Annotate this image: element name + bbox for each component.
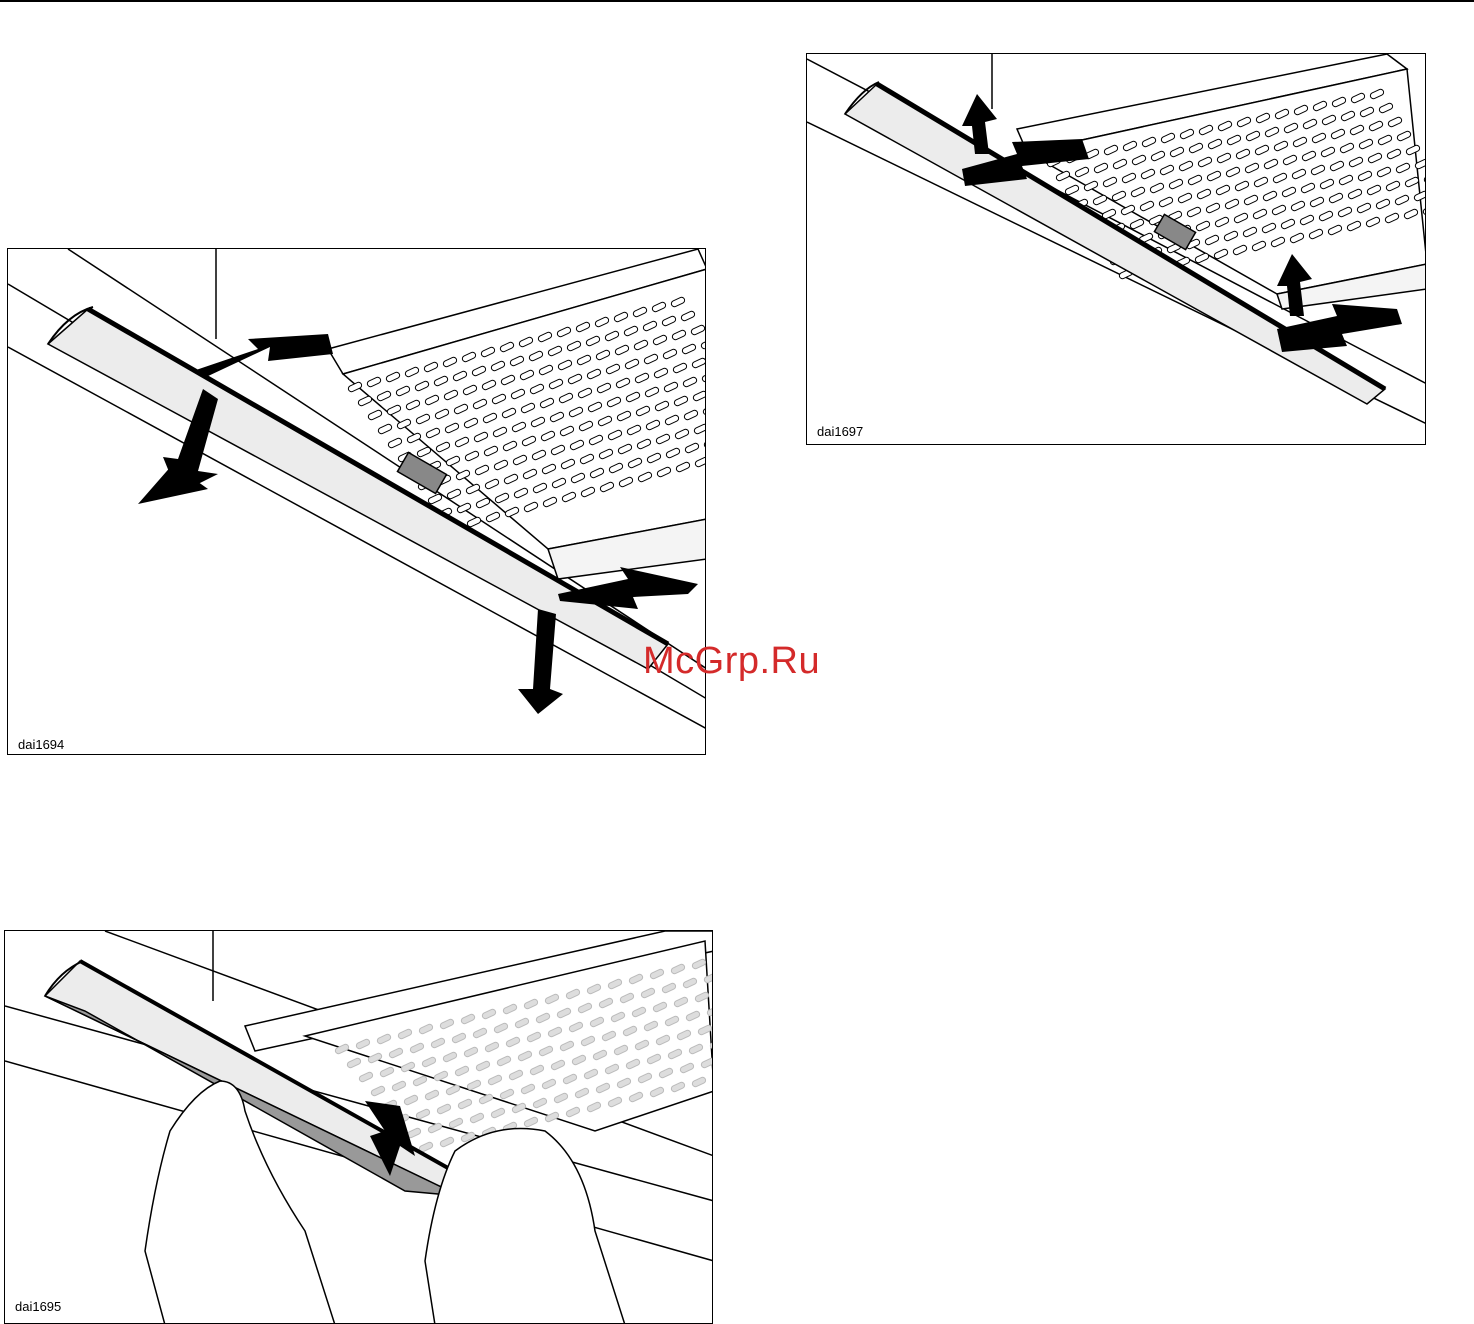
- filter-slot: [446, 488, 461, 499]
- figure-dai1695: dai1695: [4, 930, 713, 1324]
- page-top-rule: [0, 0, 1474, 2]
- filter-slot: [412, 1075, 427, 1086]
- filter-slot: [445, 1084, 460, 1095]
- filter-slot: [466, 516, 481, 527]
- filter-slot: [370, 1085, 385, 1096]
- filter-slot: [1422, 204, 1426, 215]
- figure-dai1694: dai1694: [7, 248, 706, 755]
- filter-slot: [391, 1080, 406, 1091]
- filter-slot: [358, 1071, 373, 1082]
- illustration-filter-grease-install: [807, 54, 1426, 445]
- figure-dai1697: dai1697: [806, 53, 1426, 445]
- filter-slot: [387, 437, 402, 448]
- filter-slot: [424, 1089, 439, 1100]
- watermark-text: McGrp.Ru: [643, 640, 820, 683]
- filter-slot: [1423, 172, 1426, 183]
- filter-slot: [457, 1098, 472, 1109]
- filter-slot: [523, 1116, 538, 1127]
- illustration-filter-grease-removal: [8, 249, 706, 755]
- filter-slot: [377, 423, 392, 434]
- filter-slot: [415, 1108, 430, 1119]
- figure-label: dai1694: [18, 737, 64, 752]
- filter-slot: [416, 446, 431, 457]
- filter-slot: [367, 409, 382, 420]
- filter-slot: [1064, 184, 1079, 195]
- filter-slot: [1194, 252, 1209, 263]
- filter-slot: [439, 1136, 454, 1147]
- filter-slot: [436, 1103, 451, 1114]
- filter-slot: [346, 1057, 361, 1068]
- filter-slot: [485, 511, 500, 522]
- illustration-hands-trough: [5, 931, 713, 1324]
- filter-slot: [475, 497, 490, 508]
- filter-slot: [427, 493, 442, 504]
- filter-slot: [712, 1071, 713, 1082]
- filter-slot: [403, 1094, 418, 1105]
- filter-slot: [1129, 218, 1144, 229]
- figure-label: dai1697: [817, 424, 863, 439]
- filter-slot: [490, 1107, 505, 1118]
- filter-slot: [357, 395, 372, 406]
- filter-slot: [448, 1117, 463, 1128]
- filter-slot: [379, 1066, 394, 1077]
- filter-slot: [469, 1112, 484, 1123]
- filter-slot: [1092, 194, 1107, 205]
- figure-label: dai1695: [15, 1299, 61, 1314]
